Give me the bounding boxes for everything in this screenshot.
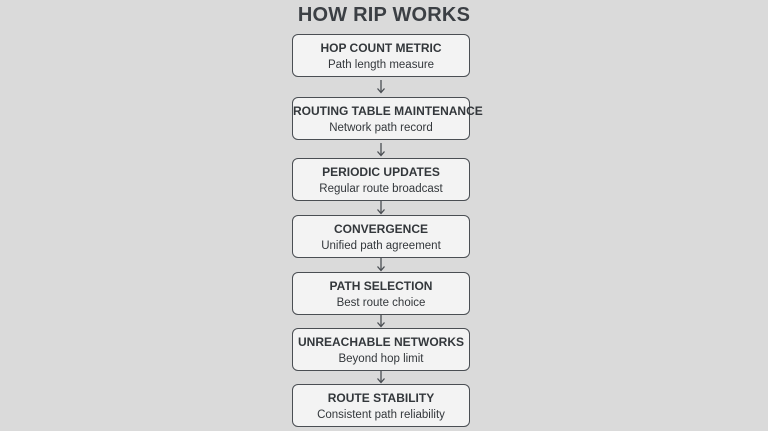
step-title: ROUTE STABILITY	[327, 391, 435, 405]
step-title: ROUTING TABLE MAINTENANCE	[293, 104, 483, 118]
step-box-convergence: CONVERGENCE Unified path agreement	[292, 215, 470, 258]
step-subtitle: Unified path agreement	[321, 240, 441, 252]
step-subtitle: Network path record	[329, 122, 433, 134]
step-box-path-selection: PATH SELECTION Best route choice	[292, 272, 470, 315]
step-box-hop-count-metric: HOP COUNT METRIC Path length measure	[292, 34, 470, 77]
down-arrow-icon	[375, 314, 387, 328]
step-title: HOP COUNT METRIC	[320, 41, 442, 55]
step-subtitle: Path length measure	[327, 59, 435, 71]
step-title: PATH SELECTION	[329, 279, 433, 293]
step-box-unreachable-networks: UNREACHABLE NETWORKS Beyond hop limit	[292, 328, 470, 371]
step-box-route-stability: ROUTE STABILITY Consistent path reliabil…	[292, 384, 470, 427]
step-subtitle: Best route choice	[336, 297, 426, 309]
step-box-periodic-updates: PERIODIC UPDATES Regular route broadcast	[292, 158, 470, 201]
step-subtitle: Beyond hop limit	[338, 353, 424, 365]
down-arrow-icon	[375, 370, 387, 384]
step-subtitle: Consistent path reliability	[317, 409, 445, 421]
down-arrow-icon	[375, 201, 387, 215]
down-arrow-icon	[375, 143, 387, 157]
diagram-title: HOW RIP WORKS	[297, 4, 471, 26]
down-arrow-icon	[375, 80, 387, 94]
step-title: CONVERGENCE	[333, 222, 428, 236]
step-title: UNREACHABLE NETWORKS	[298, 335, 464, 349]
down-arrow-icon	[375, 258, 387, 272]
step-box-routing-table-maintenance: ROUTING TABLE MAINTENANCE Network path r…	[292, 97, 483, 140]
step-title: PERIODIC UPDATES	[322, 165, 440, 179]
step-subtitle: Regular route broadcast	[319, 183, 443, 195]
